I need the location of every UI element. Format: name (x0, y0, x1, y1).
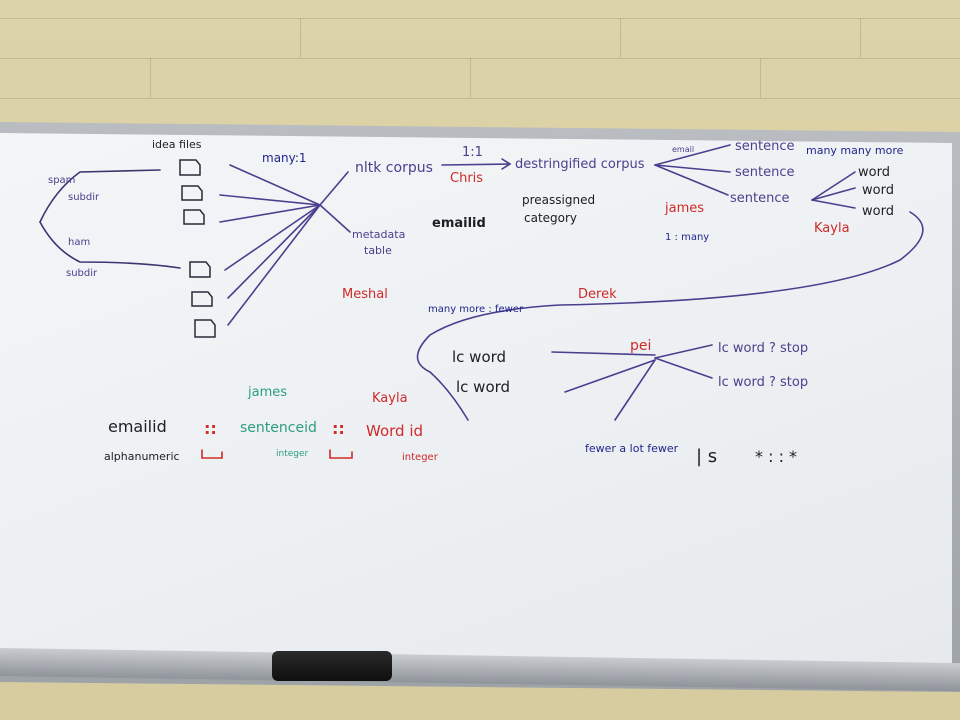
chris-label: Chris (450, 171, 483, 186)
email-label: email (672, 145, 694, 154)
kayla-label-bottom: Kayla (372, 391, 408, 406)
bracket-2 (329, 449, 353, 459)
many-one-label: many:1 (262, 151, 307, 165)
schema-alphanumeric: alphanumeric (104, 450, 180, 463)
sentence-lines (654, 144, 856, 209)
pei-label: pei (630, 338, 651, 354)
lc-word-1-label: lc word (452, 348, 506, 366)
metadata-label: metadata (352, 228, 405, 241)
schema-emailid: emailid (108, 417, 167, 436)
star-label: * : : * (755, 447, 797, 466)
sentence-1-label: sentence (735, 139, 795, 154)
bracket-1 (201, 449, 223, 459)
lower-lines (551, 344, 713, 421)
left-tree-lines (39, 164, 351, 326)
schema-integer-1: integer (276, 449, 309, 459)
schema-integer-2: integer (402, 452, 439, 463)
one-to-one-label: 1:1 (462, 145, 483, 160)
schema-sentenceid: sentenceid (240, 420, 317, 436)
long-connector-curve (416, 211, 924, 421)
schema-separator-2: :: (332, 419, 345, 438)
lc-word-2-label: lc word (456, 378, 510, 396)
eraser[interactable] (272, 651, 392, 681)
schema-separator-1: :: (204, 419, 217, 438)
ls-label: | s (696, 446, 717, 467)
idea-files-label: idea files (152, 138, 202, 151)
meshal-label: Meshal (342, 287, 388, 302)
subdir-label-1: subdir (68, 192, 100, 203)
destringified-corpus-label: destringified corpus (515, 157, 645, 172)
lc-word-stop-1-label: lc word ? stop (718, 341, 808, 356)
james-label-bottom: james (247, 385, 287, 400)
ham-label: ham (68, 237, 90, 248)
nltk-corpus-label: nltk corpus (355, 160, 433, 176)
word-3-label: word (862, 204, 894, 219)
derek-label: Derek (578, 287, 617, 302)
file-icons (179, 159, 216, 338)
word-1-label: word (858, 165, 890, 180)
spam-label: spam (48, 175, 75, 186)
lc-word-stop-2-label: lc word ? stop (718, 375, 808, 390)
emailid-label: emailid (432, 216, 486, 231)
category-label: category (524, 211, 577, 225)
fewer-label: fewer a lot fewer (585, 442, 679, 455)
many-more-fewer-label: many more : fewer (428, 304, 524, 315)
subdir-label-2: subdir (66, 268, 98, 279)
word-2-label: word (862, 183, 894, 198)
james-label-top: james (664, 201, 704, 216)
preassigned-label: preassigned (522, 193, 595, 207)
sentence-3-label: sentence (730, 191, 790, 206)
arrow-to-destringified (441, 158, 512, 170)
sentence-2-label: sentence (735, 165, 795, 180)
schema-wordid: Word id (366, 422, 423, 440)
kayla-label-top: Kayla (814, 221, 850, 236)
table-label: table (364, 244, 392, 257)
one-many-label: 1 : many (665, 232, 709, 243)
many-many-more-label: many many more (806, 144, 904, 157)
